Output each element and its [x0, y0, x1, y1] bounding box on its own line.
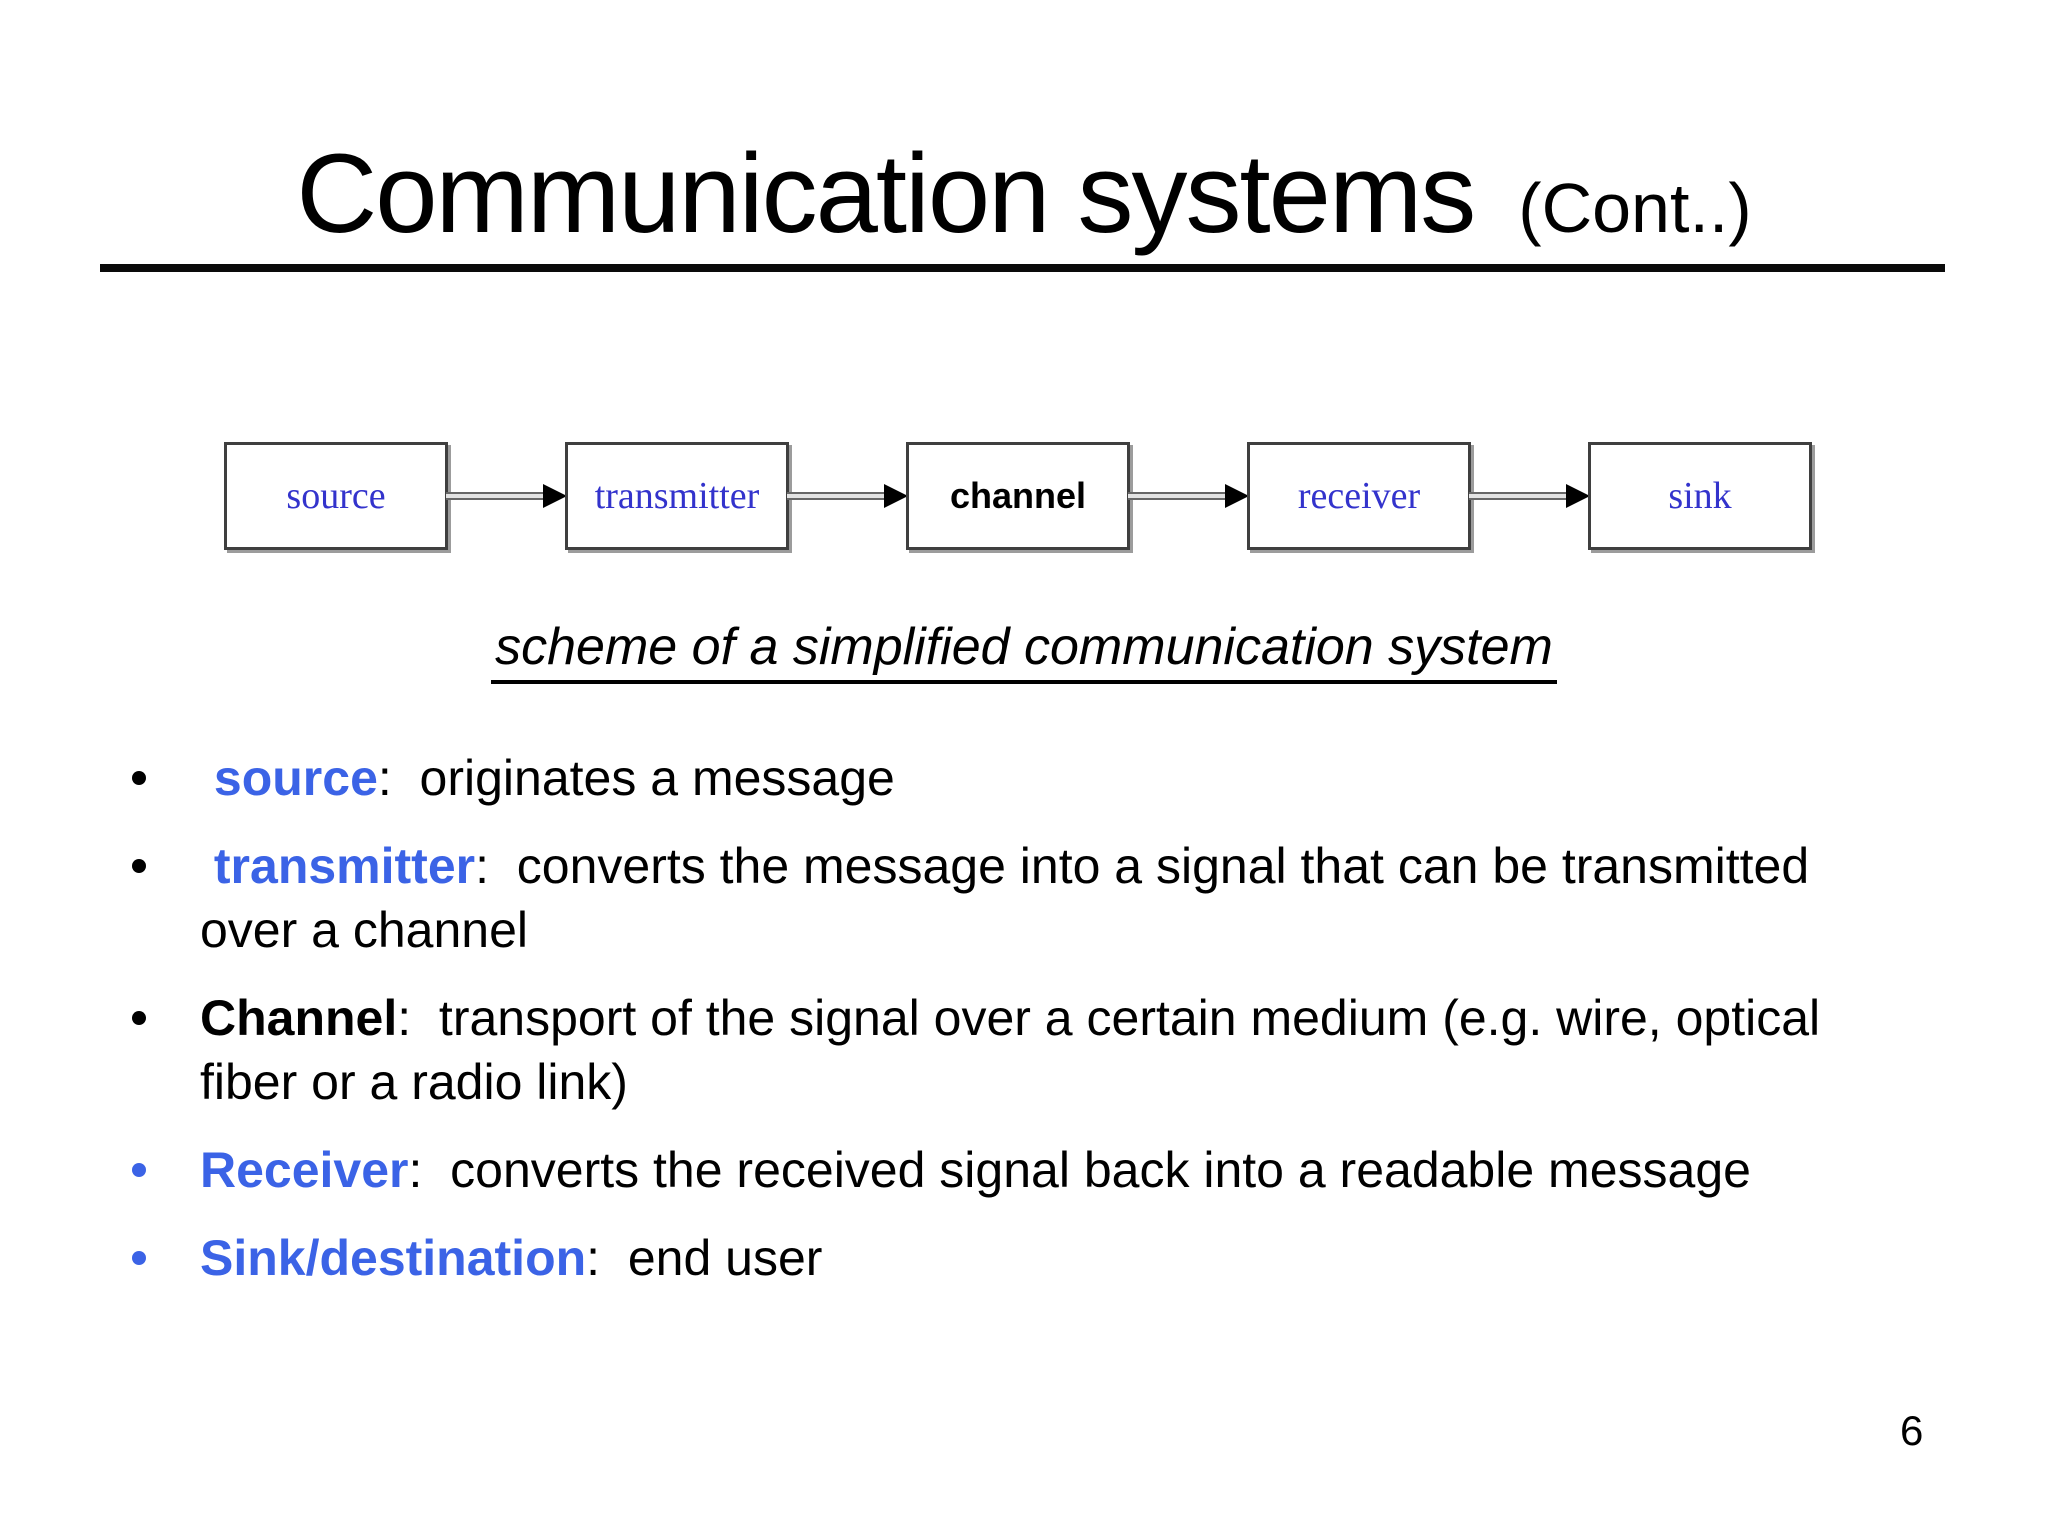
- bullet-dot-icon: [132, 1163, 146, 1177]
- diagram-box-transmitter-label: transmitter: [594, 475, 760, 517]
- bullet-rest: : transport of the signal over a certain…: [200, 990, 1835, 1110]
- title-underline-rule: [100, 264, 1945, 272]
- bullet-text: Receiver: converts the received signal b…: [200, 1138, 1751, 1202]
- diagram-box-receiver: receiver: [1247, 442, 1471, 550]
- flow-arrow: [1469, 484, 1590, 508]
- bullet-text: Sink/destination: end user: [200, 1226, 822, 1290]
- flow-arrow: [1128, 484, 1249, 508]
- bullet-term: Channel: [200, 990, 398, 1046]
- page-title: Communication systems: [296, 131, 1476, 256]
- arrow-shaft: [1469, 492, 1568, 500]
- bullet-item-source: source: originates a message: [128, 746, 1918, 810]
- bullet-text: transmitter: converts the message into a…: [200, 834, 1900, 962]
- bullet-item-transmitter: transmitter: converts the message into a…: [128, 834, 1918, 962]
- diagram-caption-text: scheme of a simplified communication sys…: [491, 618, 1557, 684]
- diagram-box-sink-label: sink: [1668, 475, 1732, 517]
- arrow-shaft: [446, 492, 545, 500]
- arrow-head-icon: [884, 484, 908, 508]
- arrow-shaft: [1128, 492, 1227, 500]
- diagram-box-receiver-label: receiver: [1297, 475, 1421, 517]
- bullet-list: source: originates a message transmitter…: [128, 746, 1918, 1314]
- bullet-dot-icon: [132, 1251, 146, 1265]
- slide-title-row: Communication systems(Cont..): [60, 138, 1988, 250]
- diagram-box-sink: sink: [1588, 442, 1812, 550]
- diagram-box-channel-label: channel: [949, 475, 1087, 516]
- flow-arrow: [787, 484, 908, 508]
- diagram-caption: scheme of a simplified communication sys…: [74, 616, 1974, 684]
- bullet-term: Receiver: [200, 1142, 409, 1198]
- bullet-marker: [128, 746, 200, 785]
- diagram-box-channel: channel: [906, 442, 1130, 550]
- arrow-head-icon: [1566, 484, 1590, 508]
- bullet-rest: : converts the received signal back into…: [408, 1142, 1751, 1198]
- bullet-rest: : converts the message into a signal tha…: [200, 838, 1824, 958]
- diagram-box-source-label: source: [286, 475, 386, 517]
- bullet-term: Sink/destination: [200, 1230, 587, 1286]
- bullet-dot-icon: [132, 859, 146, 873]
- bullet-marker: [128, 1226, 200, 1265]
- flow-arrow: [446, 484, 567, 508]
- bullet-marker: [128, 1138, 200, 1177]
- bullet-item-sink-destination: Sink/destination: end user: [128, 1226, 1918, 1290]
- bullet-item-receiver: Receiver: converts the received signal b…: [128, 1138, 1918, 1202]
- page-number: 6: [1900, 1407, 1924, 1454]
- diagram-box-transmitter: transmitter: [565, 442, 789, 550]
- bullet-term: source: [200, 750, 378, 806]
- bullet-term: transmitter: [200, 838, 476, 894]
- bullet-dot-icon: [132, 771, 146, 785]
- page-title-suffix: (Cont..): [1518, 169, 1752, 247]
- communication-system-diagram: source transmitter channel receiver sink: [224, 442, 1812, 550]
- diagram-box-source: source: [224, 442, 448, 550]
- arrow-head-icon: [543, 484, 567, 508]
- bullet-text: Channel: transport of the signal over a …: [200, 986, 1900, 1114]
- bullet-marker: [128, 834, 200, 873]
- bullet-text: source: originates a message: [200, 746, 895, 810]
- bullet-marker: [128, 986, 200, 1025]
- bullet-rest: : end user: [586, 1230, 823, 1286]
- bullet-item-channel: Channel: transport of the signal over a …: [128, 986, 1918, 1114]
- arrow-shaft: [787, 492, 886, 500]
- arrow-head-icon: [1225, 484, 1249, 508]
- bullet-rest: : originates a message: [377, 750, 895, 806]
- bullet-dot-icon: [132, 1011, 146, 1025]
